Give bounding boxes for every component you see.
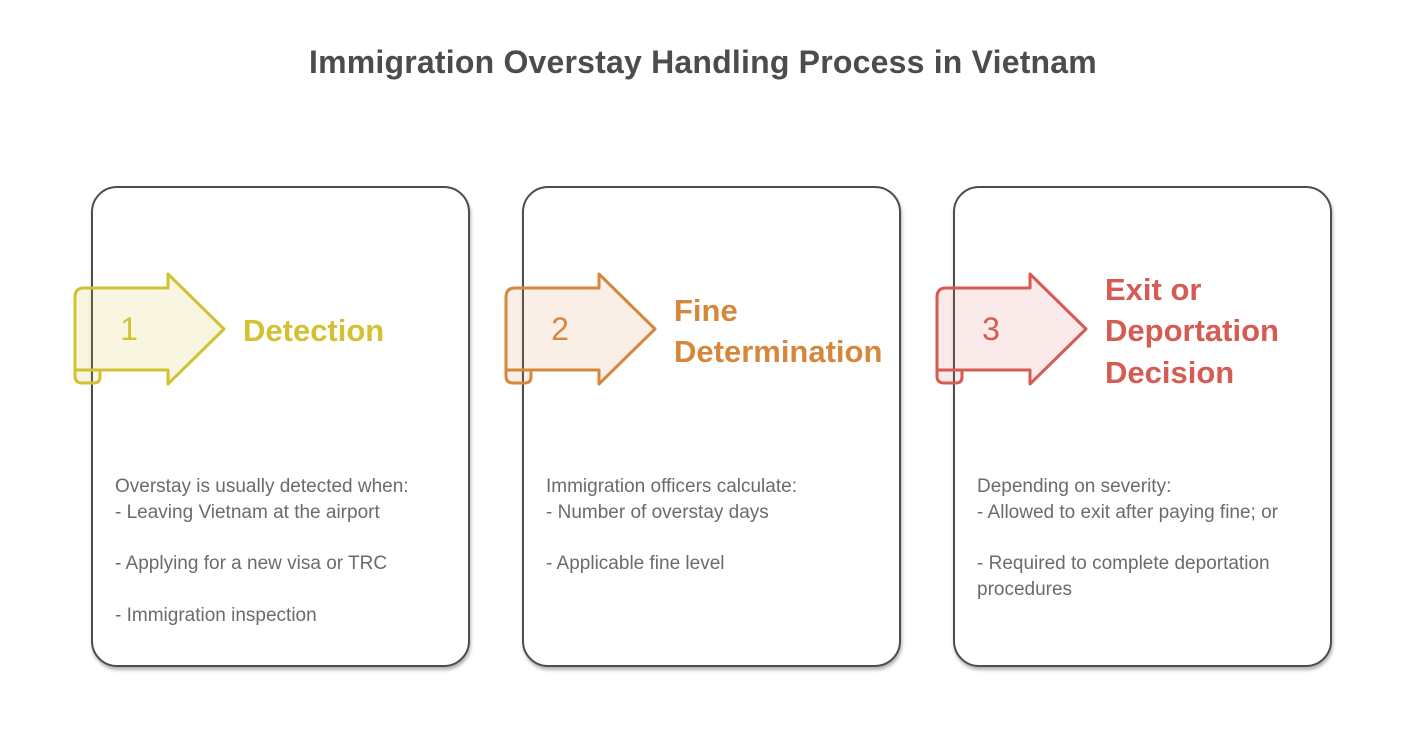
detail-paragraph: Immigration officers calculate: - Number… <box>546 476 797 523</box>
step-header: 3 Exit or Deportation Decision <box>933 270 1322 392</box>
ribbon-curl-shape <box>935 368 964 385</box>
step-details: Immigration officers calculate: - Number… <box>546 474 886 603</box>
ribbon-arrow-shape <box>935 272 1088 386</box>
step-card-1: 1 Detection Overstay is usually detected… <box>73 186 470 667</box>
step-heading: Fine Determination <box>674 292 883 369</box>
step-heading: Detection <box>243 313 385 349</box>
ribbon-arrow-icon: 3 <box>935 272 1088 386</box>
detail-paragraph: - Applicable fine level <box>546 553 725 575</box>
detail-paragraph: - Required to complete deportation proce… <box>977 553 1270 600</box>
step-header: 1 Detection <box>71 270 460 392</box>
step-number: 1 <box>120 311 138 347</box>
detail-paragraph: - Immigration inspection <box>115 604 317 626</box>
step-header: 2 Fine Determination <box>502 270 891 392</box>
step-card-3: 3 Exit or Deportation Decision Depending… <box>935 186 1332 667</box>
step-number: 2 <box>551 311 569 347</box>
ribbon-curl-shape <box>504 368 533 385</box>
step-card-2: 2 Fine Determination Immigration officer… <box>504 186 901 667</box>
ribbon-arrow-shape <box>73 272 226 386</box>
step-heading: Exit or Deportation Decision <box>1105 272 1279 390</box>
detail-paragraph: Depending on severity: - Allowed to exit… <box>977 476 1278 523</box>
ribbon-curl-shape <box>73 368 102 385</box>
ribbon-arrow-shape <box>504 272 657 386</box>
step-number: 3 <box>982 311 1000 347</box>
step-details: Overstay is usually detected when: - Lea… <box>115 474 455 655</box>
step-details: Depending on severity: - Allowed to exit… <box>977 474 1317 629</box>
diagram-title: Immigration Overstay Handling Process in… <box>309 44 1097 80</box>
steps-container: 1 Detection Overstay is usually detected… <box>73 186 1332 667</box>
ribbon-arrow-icon: 2 <box>504 272 657 386</box>
detail-paragraph: Overstay is usually detected when: - Lea… <box>115 476 409 523</box>
ribbon-arrow-icon: 1 <box>73 272 226 386</box>
detail-paragraph: - Applying for a new visa or TRC <box>115 553 388 575</box>
